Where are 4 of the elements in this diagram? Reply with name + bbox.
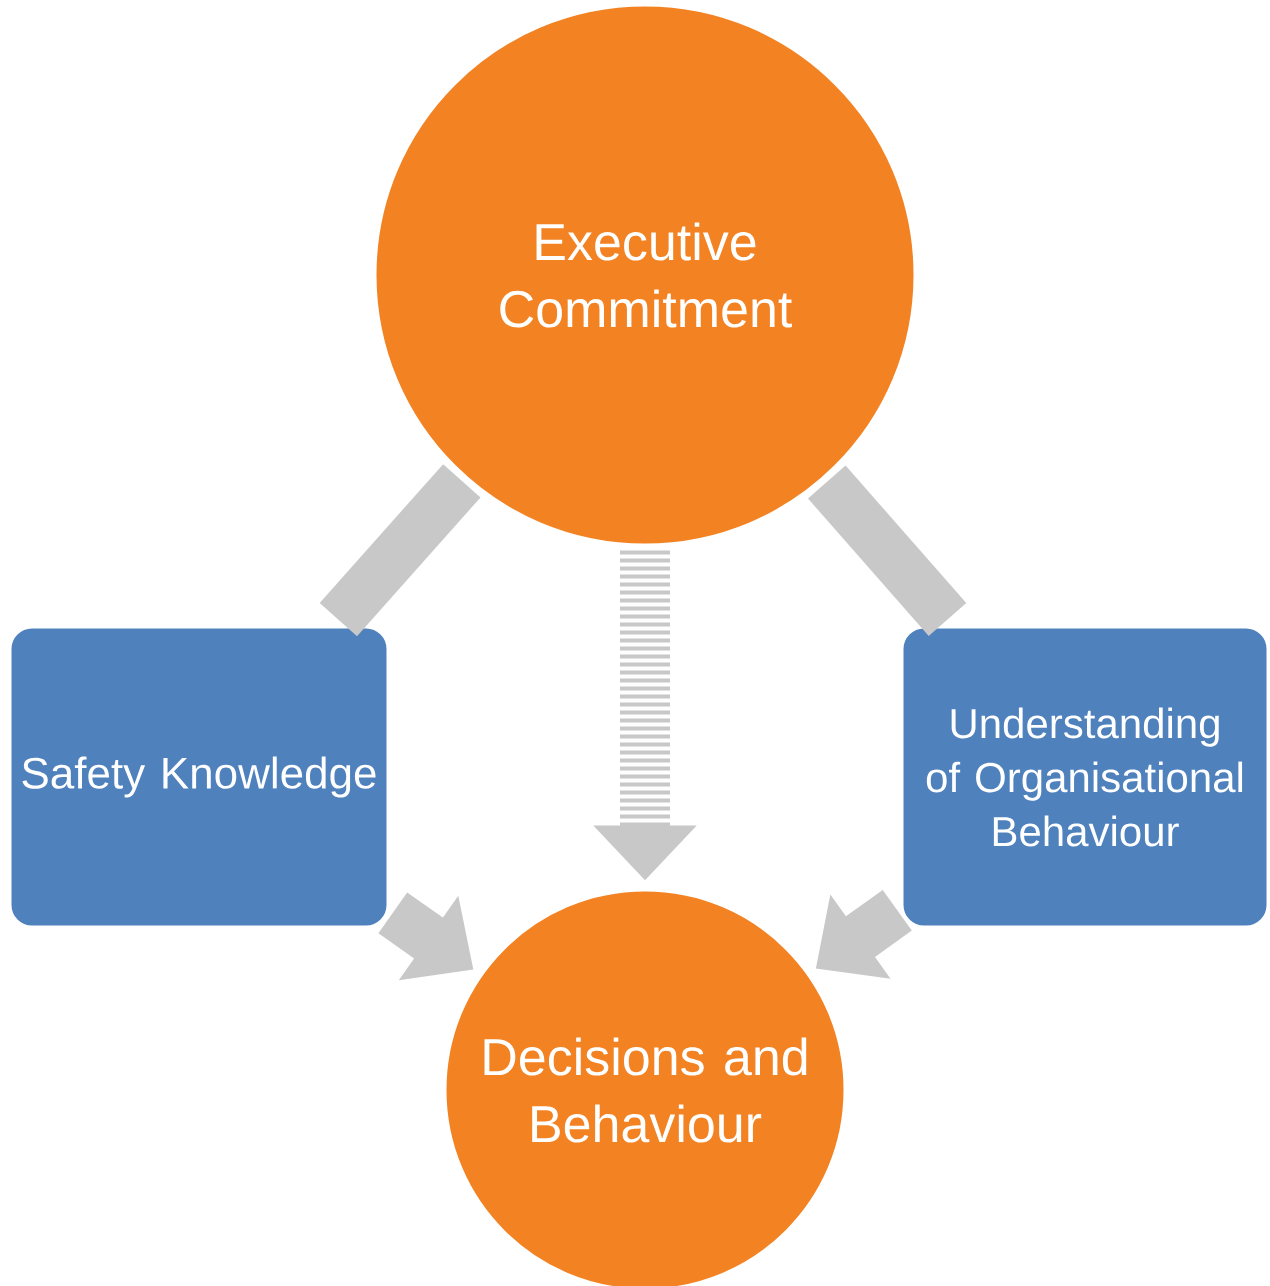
rounded-box: Safety Knowledge xyxy=(8,625,390,929)
circle-node: Decisions and Behaviour xyxy=(443,888,847,1286)
rounded-box: Understanding of Organisational Behaviour xyxy=(900,625,1270,929)
circle-node: Executive Commitment xyxy=(373,3,917,547)
